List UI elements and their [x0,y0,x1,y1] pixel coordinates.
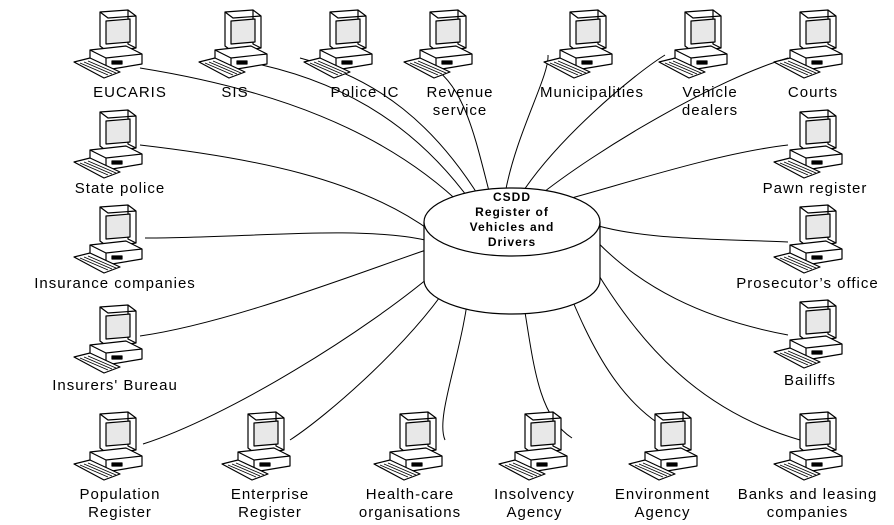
bailiffs-label-line-1: Bailiffs [784,372,836,389]
bailiffs-computer-icon [770,298,860,370]
sis-computer-icon [195,8,285,80]
state-police-computer-icon [70,108,160,180]
eucaris-label: EUCARIS [70,84,190,102]
vehicle-dealers-connection [519,54,666,197]
health-care-organisations-label-line-1: Health-care [365,486,455,503]
sis-label-line-1: SIS [221,84,249,101]
courts-label: Courts [763,84,863,102]
prosecutors-office-label-line-1: Prosecutor’s office [736,275,879,292]
eucaris-computer-icon [70,8,160,80]
revenue-service-label-line-1: Revenue [426,84,494,101]
sis-connection [261,64,473,204]
municipalities-label: Municipalities [527,84,657,102]
police-ic-computer-icon [300,8,390,80]
environment-agency-computer-icon [625,410,715,482]
banks-and-leasing-companies-computer-icon [770,410,860,482]
state-police-label-line-1: State police [74,180,166,197]
revenue-service-connection [424,61,491,196]
eucaris-label-line-1: EUCARIS [93,84,167,101]
municipalities-computer-icon [540,8,630,80]
state-police-label: State police [45,180,195,198]
enterprise-register-label-line-2: Register [238,504,302,521]
bailiffs-connection [587,231,789,336]
enterprise-register-computer-icon [218,410,308,482]
revenue-service-label-line-2: service [432,102,488,119]
bailiffs-label: Bailiffs [755,372,865,390]
insurers-bureau-label: Insurers' Bureau [40,377,190,395]
database-cylinder-icon [423,187,601,315]
pawn-register-computer-icon [770,108,860,180]
prosecutors-office-label: Prosecutor’s office [720,275,894,293]
insurers-bureau-computer-icon [70,303,160,375]
insolvency-agency-computer-icon [495,410,585,482]
population-register-computer-icon [70,410,160,482]
population-register-connection [142,267,441,445]
police-ic-label-line-1: Police IC [330,84,400,101]
vehicle-dealers-label-line-2: dealers [681,102,739,119]
environment-agency-label-line-2: Agency [634,504,691,521]
prosecutors-office-connection [579,219,789,243]
banks-and-leasing-companies-label-line-1: Banks and leasing [737,486,878,503]
sis-label: SIS [195,84,275,102]
municipalities-label-line-1: Municipalities [539,84,645,101]
database-title-line-2: Register of [475,205,549,219]
state-police-connection [139,144,433,233]
courts-computer-icon [770,8,860,80]
insurance-companies-label-line-1: Insurance companies [34,275,196,292]
police-ic-label: Police IC [305,84,425,102]
revenue-service-computer-icon [400,8,490,80]
health-care-organisations-label-line-2: organisations [358,504,462,521]
courts-label-line-1: Courts [787,84,839,101]
population-register-label-line-2: Register [88,504,152,521]
eucaris-connection [139,67,466,209]
insurance-companies-label: Insurance companies [10,275,220,293]
insurance-companies-connection [144,232,426,241]
insolvency-agency-label-line-2: Agency [506,504,563,521]
vehicle-dealers-label-line-1: Vehicle [682,84,738,101]
central-database: CSDD Register of Vehicles and Drivers [420,180,604,320]
database-title-line-4: Drivers [487,235,537,249]
courts-connection [534,57,789,200]
prosecutors-office-computer-icon [770,203,860,275]
pawn-register-label-line-1: Pawn register [762,180,868,197]
pawn-register-label: Pawn register [740,180,890,198]
enterprise-register-connection [289,274,456,441]
banks-and-leasing-companies-connection [584,251,801,441]
database-title-line-3: Vehicles and [469,220,555,234]
health-care-organisations-computer-icon [370,410,460,482]
enterprise-register-label-line-1: Enterprise [230,486,310,503]
insolvency-agency-label-line-1: Insolvency [494,486,575,503]
insurers-bureau-connection [139,249,427,337]
population-register-label-line-1: Population [79,486,161,503]
banks-and-leasing-companies-label-line-2: companies [766,504,849,521]
insurance-companies-computer-icon [70,203,160,275]
insurers-bureau-label-line-1: Insurers' Bureau [52,377,178,394]
vehicle-dealers-computer-icon [655,8,745,80]
environment-agency-label-line-1: Environment [614,486,711,503]
database-title-line-1: CSDD [492,190,531,204]
